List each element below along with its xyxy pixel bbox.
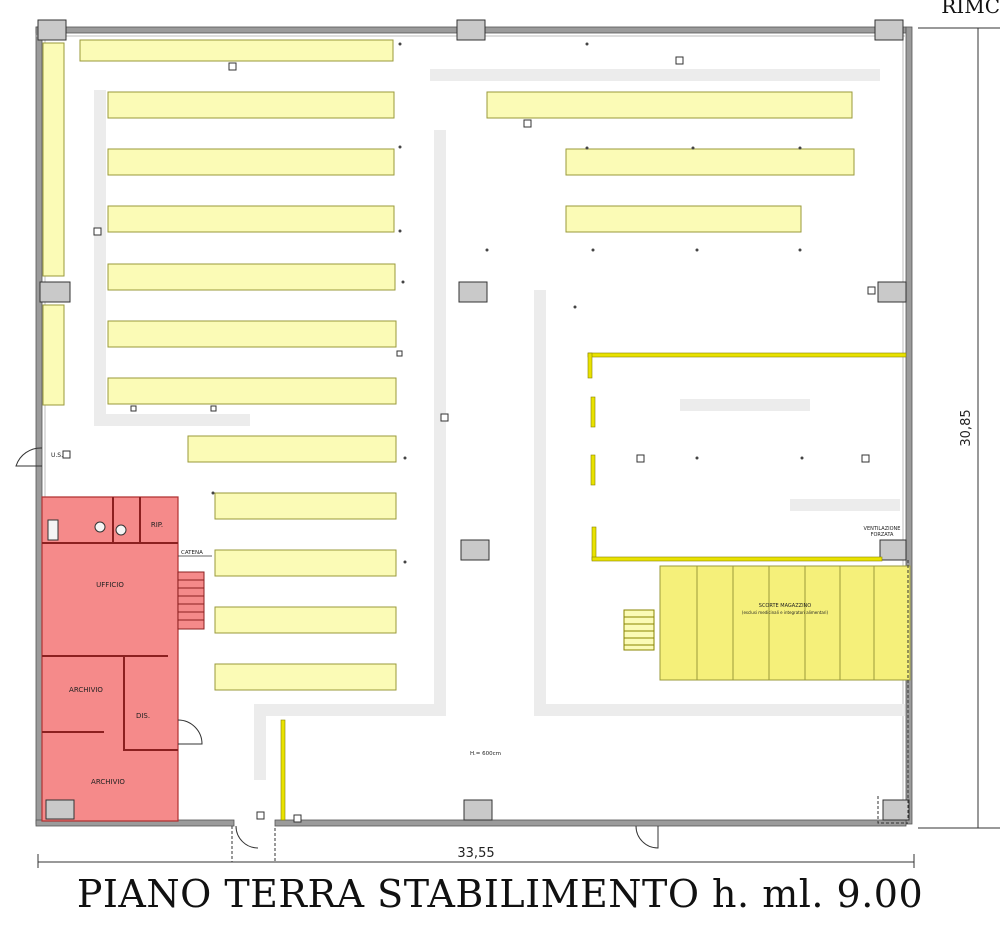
room-archivio-2: ARCHIVIO [91,778,125,786]
label-ventilazione: VENTILAZIONE [864,526,901,532]
plan-title: PIANO TERRA STABILIMENTO h. ml. 9.00 [76,872,924,916]
height-note: H.= 600cm [470,751,501,757]
dimension-width [37,854,915,868]
room-ufficio: UFFICIO [96,581,124,589]
shelving-rows [79,39,855,691]
stock-sublabel: (esclusi medicinali e integratori alimen… [742,610,829,615]
corner-text: RIMC [941,0,1000,18]
floor-plan: SCORTE MAGAZZINO (esclusi medicinali e i… [15,19,1000,868]
dimension-height [918,27,1000,829]
label-catena: CATENA [181,550,203,556]
stock-label: SCORTE MAGAZZINO [759,603,812,609]
label-us: U.S. [51,452,63,459]
stock-area: SCORTE MAGAZZINO (esclusi medicinali e i… [659,565,911,681]
office-zone [41,496,179,822]
yellow-partitions [280,352,907,821]
room-dis: DIS. [136,712,150,720]
dimension-width-label: 33,55 [457,846,494,861]
shelving-left [42,42,65,406]
warehouse-stairs [623,609,655,651]
dimension-height-label: 30,85 [959,409,974,446]
room-rip: RIP. [151,521,163,529]
room-archivio-1: ARCHIVIO [69,686,103,694]
office-stairs [177,571,205,630]
label-forzata: FORZATA [871,532,894,538]
